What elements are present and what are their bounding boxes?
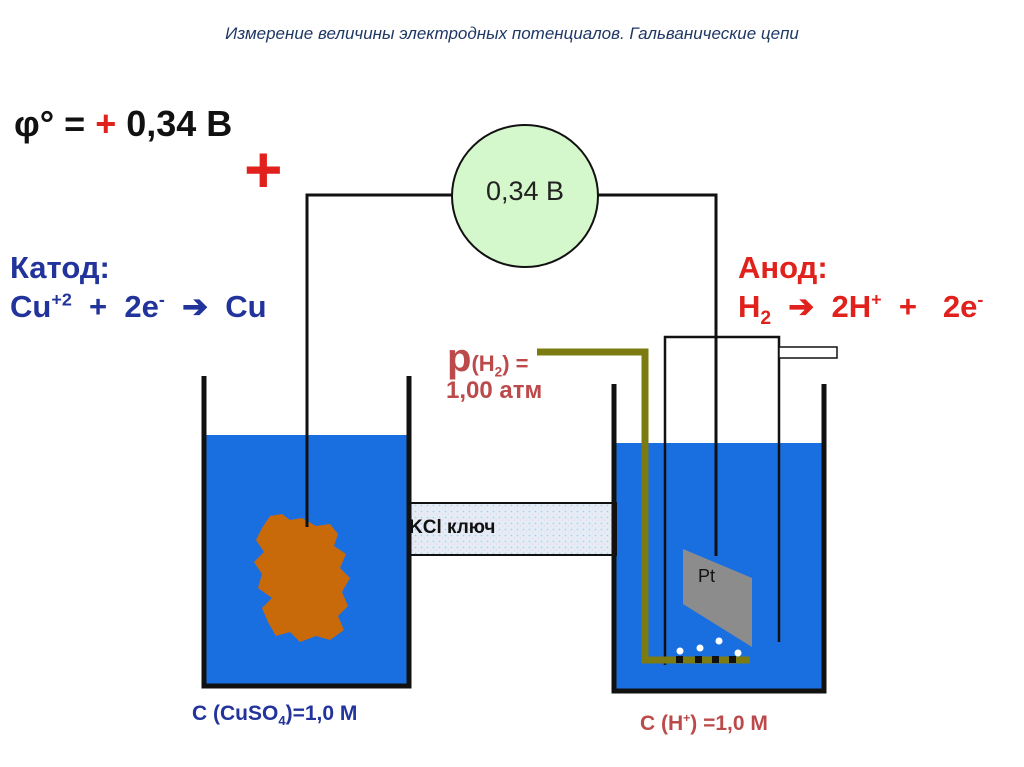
anode-eq-electron-sign: - xyxy=(977,289,984,310)
phi-equals: = xyxy=(54,103,96,144)
platinum-label: Pt xyxy=(698,566,716,586)
cathode-eq-electrons: + 2e xyxy=(71,289,159,324)
anode-title: Анод: xyxy=(738,250,828,285)
cathode-equation: Cu+2 + 2e- ➔ Cu xyxy=(10,289,267,325)
anode-eq-h-index: 2 xyxy=(760,308,772,330)
gas-outlet xyxy=(778,346,838,359)
anode-eq-h: H xyxy=(738,289,761,324)
cathode-eq-electron-sign: - xyxy=(158,289,165,310)
phi-value: 0,34 В xyxy=(116,103,233,144)
left-conc-formula: C (CuSO xyxy=(192,702,279,725)
right-conc-charge: + xyxy=(683,711,691,725)
pressure-symbol: p xyxy=(447,336,472,380)
hydrogen-pressure-value: 1,00 атм xyxy=(446,377,543,404)
salt-bridge-label: KCl ключ xyxy=(409,517,496,538)
phi-symbol: φ° xyxy=(14,103,55,144)
wire-left xyxy=(305,193,453,527)
right-concentration: C (H+) =1,0 М xyxy=(640,712,768,736)
arrow-right-icon: ➔ xyxy=(771,289,832,324)
left-conc-index: 4 xyxy=(278,713,286,729)
right-conc-value: ) =1,0 М xyxy=(690,712,768,735)
hydrogen-pressure-label: p(H2) = xyxy=(447,336,529,381)
cathode-title: Катод: xyxy=(10,250,110,285)
platinum-plate xyxy=(683,549,752,647)
anode-eq-electrons: + 2e xyxy=(881,289,978,324)
salt-bridge[interactable] xyxy=(407,502,617,556)
right-conc-formula: C (H xyxy=(640,712,684,735)
phi-sign: + xyxy=(95,103,117,144)
right-beaker xyxy=(611,384,827,694)
anode-eq-h-ion: 2H xyxy=(831,289,872,324)
cathode-eq-cu-ion: Cu xyxy=(10,289,52,324)
page-title: Измерение величины электродных потенциал… xyxy=(225,24,799,43)
hydrogen-electrode-tube xyxy=(663,335,781,665)
hydrogen-bubbles xyxy=(676,637,742,663)
left-conc-value: )=1,0 М xyxy=(285,702,358,725)
cathode-polarity-sign: + xyxy=(244,132,283,206)
pressure-equals: ) = xyxy=(502,351,529,376)
cathode-eq-charge: +2 xyxy=(51,289,72,310)
anode-equation: H2 ➔ 2H+ + 2e- xyxy=(738,289,984,328)
arrow-right-icon: ➔ xyxy=(164,289,226,324)
left-beaker xyxy=(201,376,412,689)
left-concentration: C (CuSO4)=1,0 М xyxy=(192,702,358,729)
voltmeter-reading: 0,34 В xyxy=(485,176,565,206)
anode-eq-charge: + xyxy=(871,289,882,310)
standard-potential: φ° = + 0,34 В xyxy=(14,103,232,145)
pressure-gas-index: 2 xyxy=(494,364,503,380)
wire-right xyxy=(596,193,718,556)
copper-electrode xyxy=(254,514,350,642)
voltmeter[interactable] xyxy=(451,124,599,268)
cathode-eq-cu: Cu xyxy=(225,289,267,324)
pressure-gas: (H xyxy=(471,351,495,376)
